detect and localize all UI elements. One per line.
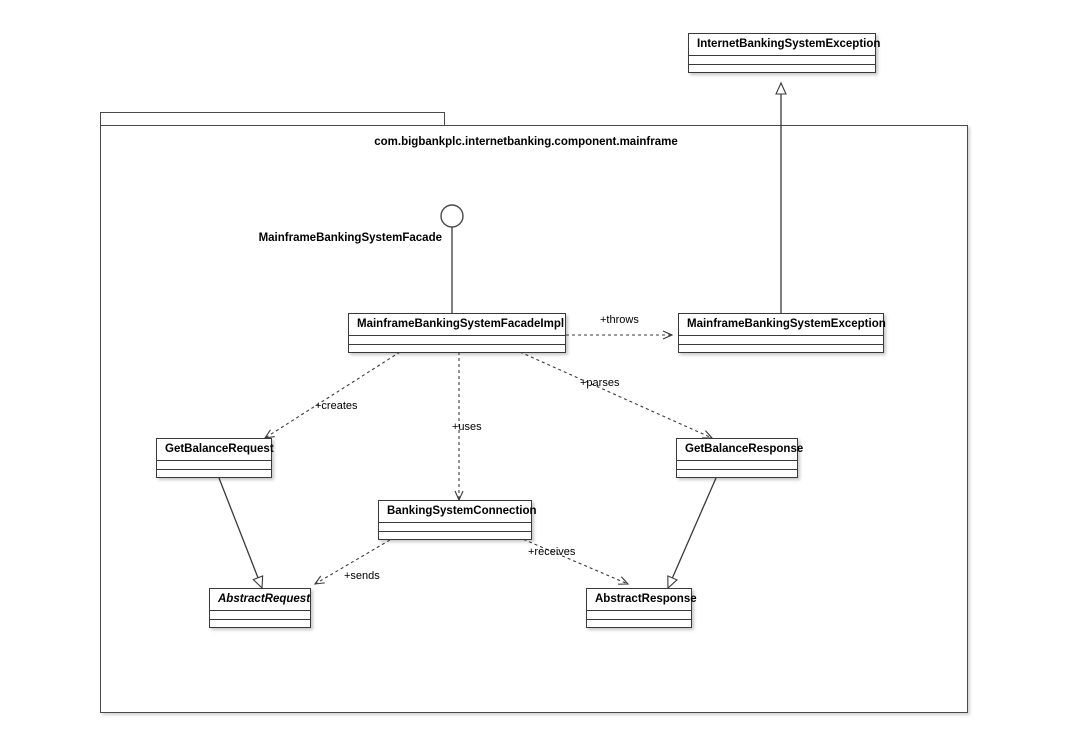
edge-label-uses: +uses (452, 421, 482, 433)
class-name-get-balance-response: GetBalanceResponse (677, 439, 803, 461)
class-attributes-compartment (210, 611, 310, 620)
class-operations-compartment (349, 345, 565, 353)
class-name-abstract-request: AbstractRequest (210, 589, 310, 611)
class-attributes-compartment (349, 336, 565, 345)
class-name-internet-banking-system-exception: InternetBankingSystemException (689, 34, 880, 56)
class-attributes-compartment (157, 461, 271, 470)
edge-generalization-get-balance-response (667, 477, 717, 590)
class-operations-compartment (379, 532, 531, 540)
class-get-balance-response[interactable]: GetBalanceResponse (676, 438, 803, 478)
class-attributes-compartment (677, 461, 797, 470)
class-attributes-compartment (689, 56, 875, 65)
interface-label-mainframe-banking-system-facade: MainframeBankingSystemFacade (258, 232, 442, 244)
class-abstract-response[interactable]: AbstractResponse (586, 588, 697, 628)
class-attributes-compartment (587, 611, 691, 620)
class-mainframe-banking-system-exception[interactable]: MainframeBankingSystemException (678, 313, 886, 353)
class-name-banking-system-connection: BankingSystemConnection (379, 501, 537, 523)
class-name-abstract-response: AbstractResponse (587, 589, 697, 611)
edge-label-sends: +sends (344, 570, 380, 582)
edge-label-receives: +receives (528, 546, 576, 558)
edge-label-parses: +parses (580, 377, 620, 389)
edge-dependency-creates (263, 351, 401, 439)
class-internet-banking-system-exception[interactable]: InternetBankingSystemException (688, 33, 880, 73)
class-name-mainframe-banking-system-facade-impl: MainframeBankingSystemFacadeImpl (349, 314, 565, 336)
class-name-mainframe-banking-system-exception: MainframeBankingSystemException (679, 314, 886, 336)
class-mainframe-banking-system-facade-impl[interactable]: MainframeBankingSystemFacadeImpl (348, 313, 566, 353)
interface-lollipop-circle (440, 204, 464, 228)
class-operations-compartment (677, 470, 797, 478)
class-operations-compartment (157, 470, 271, 478)
class-banking-system-connection[interactable]: BankingSystemConnection (378, 500, 537, 540)
class-get-balance-request[interactable]: GetBalanceRequest (156, 438, 274, 478)
class-operations-compartment (587, 620, 691, 628)
edge-label-creates: +creates (315, 400, 358, 412)
class-operations-compartment (679, 345, 883, 353)
package-name-label: com.bigbankplc.internetbanking.component… (374, 136, 678, 148)
class-abstract-request[interactable]: AbstractRequest (209, 588, 311, 628)
edge-label-throws: +throws (600, 314, 639, 326)
edge-dependency-receives (517, 536, 630, 585)
class-operations-compartment (210, 620, 310, 628)
class-name-get-balance-request: GetBalanceRequest (157, 439, 274, 461)
class-attributes-compartment (379, 523, 531, 532)
class-operations-compartment (689, 65, 875, 73)
class-attributes-compartment (679, 336, 883, 345)
package-tab (100, 112, 445, 126)
edge-dependency-parses (519, 351, 714, 439)
edge-generalization-get-balance-request (218, 477, 264, 590)
